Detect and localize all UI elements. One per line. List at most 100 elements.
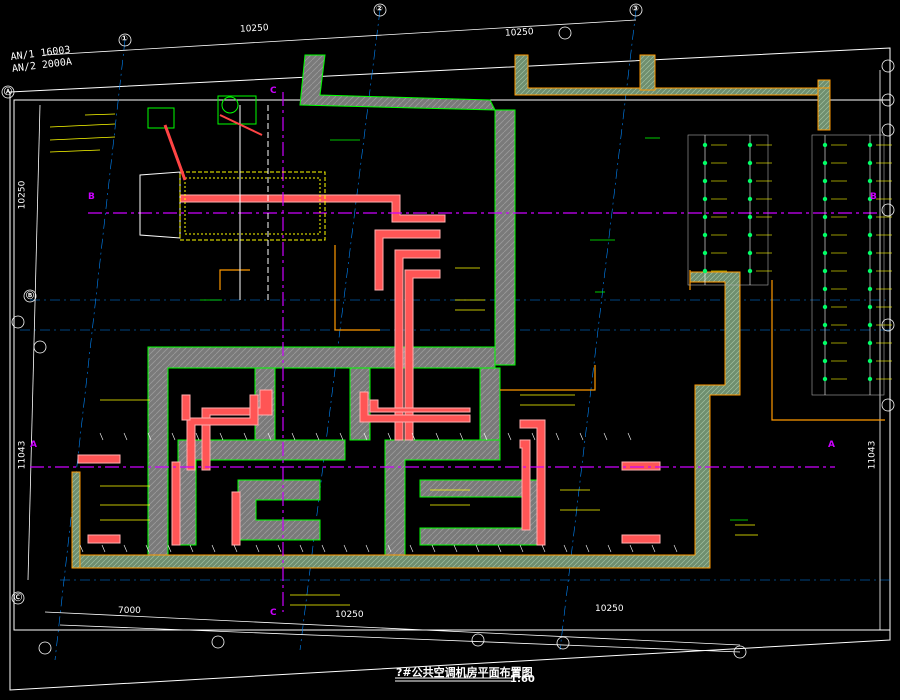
equipment-node (867, 286, 873, 292)
equipment-node (702, 268, 708, 274)
dimension-tick (673, 544, 678, 553)
equipment-node (747, 268, 753, 274)
equipment-node (867, 250, 873, 256)
axis-label-1: ① (121, 34, 128, 43)
equipment-array (687, 134, 885, 396)
dimension-tick (453, 544, 458, 553)
dim-left-upper: 10250 (17, 180, 28, 210)
equipment-node (747, 142, 753, 148)
dimension-tick (321, 544, 326, 553)
dimension-tick (531, 432, 536, 441)
equipment-node (867, 178, 873, 184)
equipment-node (822, 376, 828, 382)
equipment-node (702, 250, 708, 256)
section-lines (30, 92, 880, 612)
dimension-tick (123, 544, 128, 553)
dimension-tick (123, 432, 128, 441)
dim-right-lower: 11043 (867, 440, 878, 470)
dim-top-left: 10250 (239, 23, 269, 35)
equipment-node (747, 250, 753, 256)
equipment-node (747, 160, 753, 166)
drawing-title: ?#公共空调机房平面布置图 (396, 666, 533, 679)
equipment-node (822, 304, 828, 310)
dimension-tick (267, 432, 272, 441)
section-b-mark-right: B (870, 192, 877, 202)
dimension-tick (629, 544, 634, 553)
dimension-tick (459, 432, 464, 441)
dim-bottom-right: 10250 (595, 604, 624, 614)
equipment-node (867, 376, 873, 382)
equipment-node (867, 214, 873, 220)
dimension-tick (563, 544, 568, 553)
dimension-tick (363, 432, 368, 441)
dimension-tick (167, 544, 172, 553)
equipment-node (747, 214, 753, 220)
equipment-node (702, 232, 708, 238)
drawing-frame (9, 47, 891, 691)
dimension-tick (145, 544, 150, 553)
dimension-tick (507, 432, 512, 441)
drawing-scale: 1:60 (510, 674, 535, 685)
dimension-tick (585, 544, 590, 553)
dimension-tick (147, 432, 152, 441)
dimension-tick (99, 432, 104, 441)
dimension-tick (189, 544, 194, 553)
dimension-tick (497, 544, 502, 553)
dimension-tick (101, 544, 106, 553)
axis-label-2: ② (376, 4, 383, 13)
dimension-tick (607, 544, 612, 553)
dimension-tick (431, 544, 436, 553)
dimension-tick (343, 544, 348, 553)
dimension-tick (243, 432, 248, 441)
dimension-tick (339, 432, 344, 441)
dimension-tick (315, 432, 320, 441)
equipment-nodes (702, 142, 892, 382)
section-c-mark-top: C (270, 86, 277, 96)
equipment-node (702, 160, 708, 166)
equipment-node (822, 250, 828, 256)
equipment-node (747, 178, 753, 184)
axis-label-c: Ⓒ (14, 593, 22, 602)
axis-label-b: Ⓑ (26, 291, 34, 300)
dimension-tick (483, 432, 488, 441)
section-a-mark-right: A (828, 440, 835, 450)
ducts (77, 194, 661, 546)
title-underline (395, 677, 512, 682)
dimension-tick (171, 432, 176, 441)
section-b-mark-left: B (88, 192, 95, 202)
equipment-node (822, 142, 828, 148)
dim-left-lower: 11043 (17, 440, 28, 470)
equipment-node (822, 340, 828, 346)
dimension-tick (519, 544, 524, 553)
equipment-node (867, 160, 873, 166)
dimension-ticks (79, 432, 678, 553)
dimension-tick (651, 544, 656, 553)
equipment-node (867, 142, 873, 148)
dimension-tick (387, 544, 392, 553)
dim-bottom-left: 7000 (118, 606, 141, 616)
dimension-tick (365, 544, 370, 553)
equipment-node (702, 214, 708, 220)
dimension-tick (233, 544, 238, 553)
equipment-node (822, 196, 828, 202)
dimension-tick (387, 432, 392, 441)
air-handling-unit (139, 95, 326, 300)
equipment-node (867, 232, 873, 238)
pipe-lines-orange (219, 245, 885, 421)
outer-walls (71, 54, 831, 569)
equipment-node (822, 268, 828, 274)
equipment-node (867, 358, 873, 364)
equipment-node (822, 322, 828, 328)
axis-label-3: ③ (632, 4, 639, 13)
equipment-node (702, 142, 708, 148)
equipment-node (702, 196, 708, 202)
walls (147, 54, 541, 561)
dimension-tick (555, 432, 560, 441)
dimension-tick (299, 544, 304, 553)
dimension-tick (579, 432, 584, 441)
dimension-tick (291, 432, 296, 441)
dim-bottom-mid: 10250 (335, 610, 364, 620)
equipment-node (747, 232, 753, 238)
dimension-tick (211, 544, 216, 553)
